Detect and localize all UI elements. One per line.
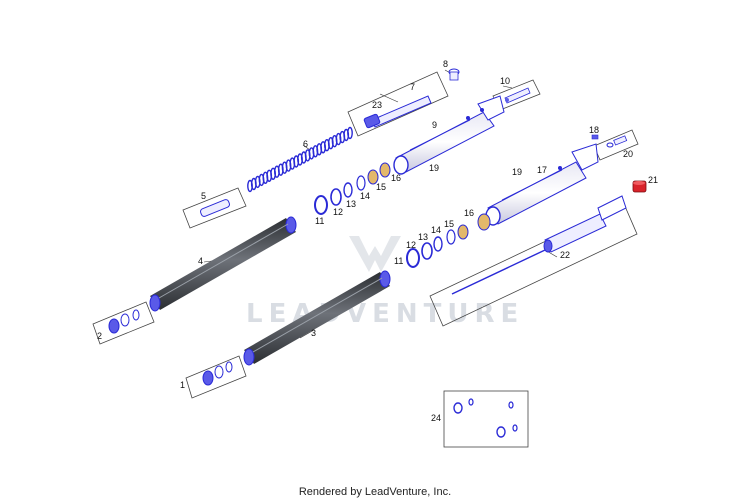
callout-15b: 15 (444, 219, 454, 229)
part-16-bushing (379, 162, 391, 178)
callout-18: 18 (589, 125, 599, 135)
callout-13b: 13 (418, 232, 428, 242)
part-20-bushing (606, 135, 628, 148)
part-17-fork-upper-right (485, 143, 599, 226)
callout-19b: 19 (512, 167, 522, 177)
callout-14a: 14 (360, 191, 370, 201)
part-13-ring (343, 182, 353, 198)
callout-10: 10 (500, 76, 510, 86)
callout-16a: 16 (391, 173, 401, 183)
part-18-screw (591, 134, 599, 140)
callout-12a: 12 (333, 207, 343, 217)
callout-12b: 12 (406, 240, 416, 250)
part-12-ring (330, 188, 342, 206)
part-11-ring (406, 248, 420, 268)
part-5-adjuster (199, 199, 231, 217)
part-9-fork-upper-left (393, 95, 505, 175)
box-part-1 (185, 355, 247, 399)
callout-labels: 1 2 3 4 5 6 7 8 9 10 11 12 13 14 15 16 1… (97, 59, 658, 423)
callout-22: 22 (560, 250, 570, 260)
callout-19a: 19 (429, 163, 439, 173)
part-15-bushing (457, 224, 469, 240)
callout-21: 21 (648, 175, 658, 185)
part-1-seal-kit (202, 361, 233, 386)
box-part-20 (593, 129, 639, 161)
callout-5: 5 (201, 191, 206, 201)
spring-coil (347, 126, 353, 140)
part-3-inner-tube-right (243, 270, 391, 366)
callout-17: 17 (537, 165, 547, 175)
callout-16b: 16 (464, 208, 474, 218)
part-12-ring (421, 242, 433, 260)
part-22-damper-rod (451, 195, 627, 295)
part-16-bushing (477, 213, 491, 231)
part-21-cap-highlighted (632, 180, 647, 193)
render-credit-footer: Rendered by LeadVenture, Inc. (298, 486, 452, 498)
callout-4: 4 (198, 256, 203, 266)
callout-3: 3 (311, 328, 316, 338)
box-part-2 (92, 301, 155, 345)
callout-15a: 15 (376, 182, 386, 192)
part-7-cap-bolt (363, 95, 432, 129)
part-13-ring (433, 236, 443, 252)
callout-1: 1 (180, 380, 185, 390)
callout-20: 20 (623, 149, 633, 159)
box-part-7 (347, 71, 449, 137)
part-24-oring-kit (453, 398, 518, 438)
part-8-bolt (448, 68, 460, 81)
box-part-24 (443, 390, 529, 448)
callout-11b: 11 (394, 256, 403, 266)
part-15-bushing (367, 169, 379, 185)
part-4-inner-tube-left (149, 216, 297, 312)
callout-7: 7 (410, 82, 415, 92)
callout-2: 2 (97, 331, 102, 341)
part-10-pin-set (504, 87, 531, 104)
part-14-ring (356, 175, 366, 191)
part-2-seal-kit (108, 309, 140, 334)
callout-14b: 14 (431, 225, 441, 235)
watermark-logo-icon (349, 236, 401, 272)
seal-set-left (314, 162, 391, 215)
part-14-ring (446, 229, 456, 245)
watermark-text: LEADVENTURE (246, 299, 524, 329)
callout-11a: 11 (315, 216, 324, 226)
part-11-ring (314, 195, 328, 215)
callout-24: 24 (431, 413, 441, 423)
callout-6: 6 (303, 139, 308, 149)
box-part-5 (182, 187, 247, 229)
callout-9: 9 (432, 120, 437, 130)
callout-13a: 13 (346, 199, 356, 209)
callout-23: 23 (372, 100, 382, 110)
callout-8: 8 (443, 59, 448, 69)
seal-set-right (406, 213, 491, 268)
part-6-spring (247, 126, 353, 193)
